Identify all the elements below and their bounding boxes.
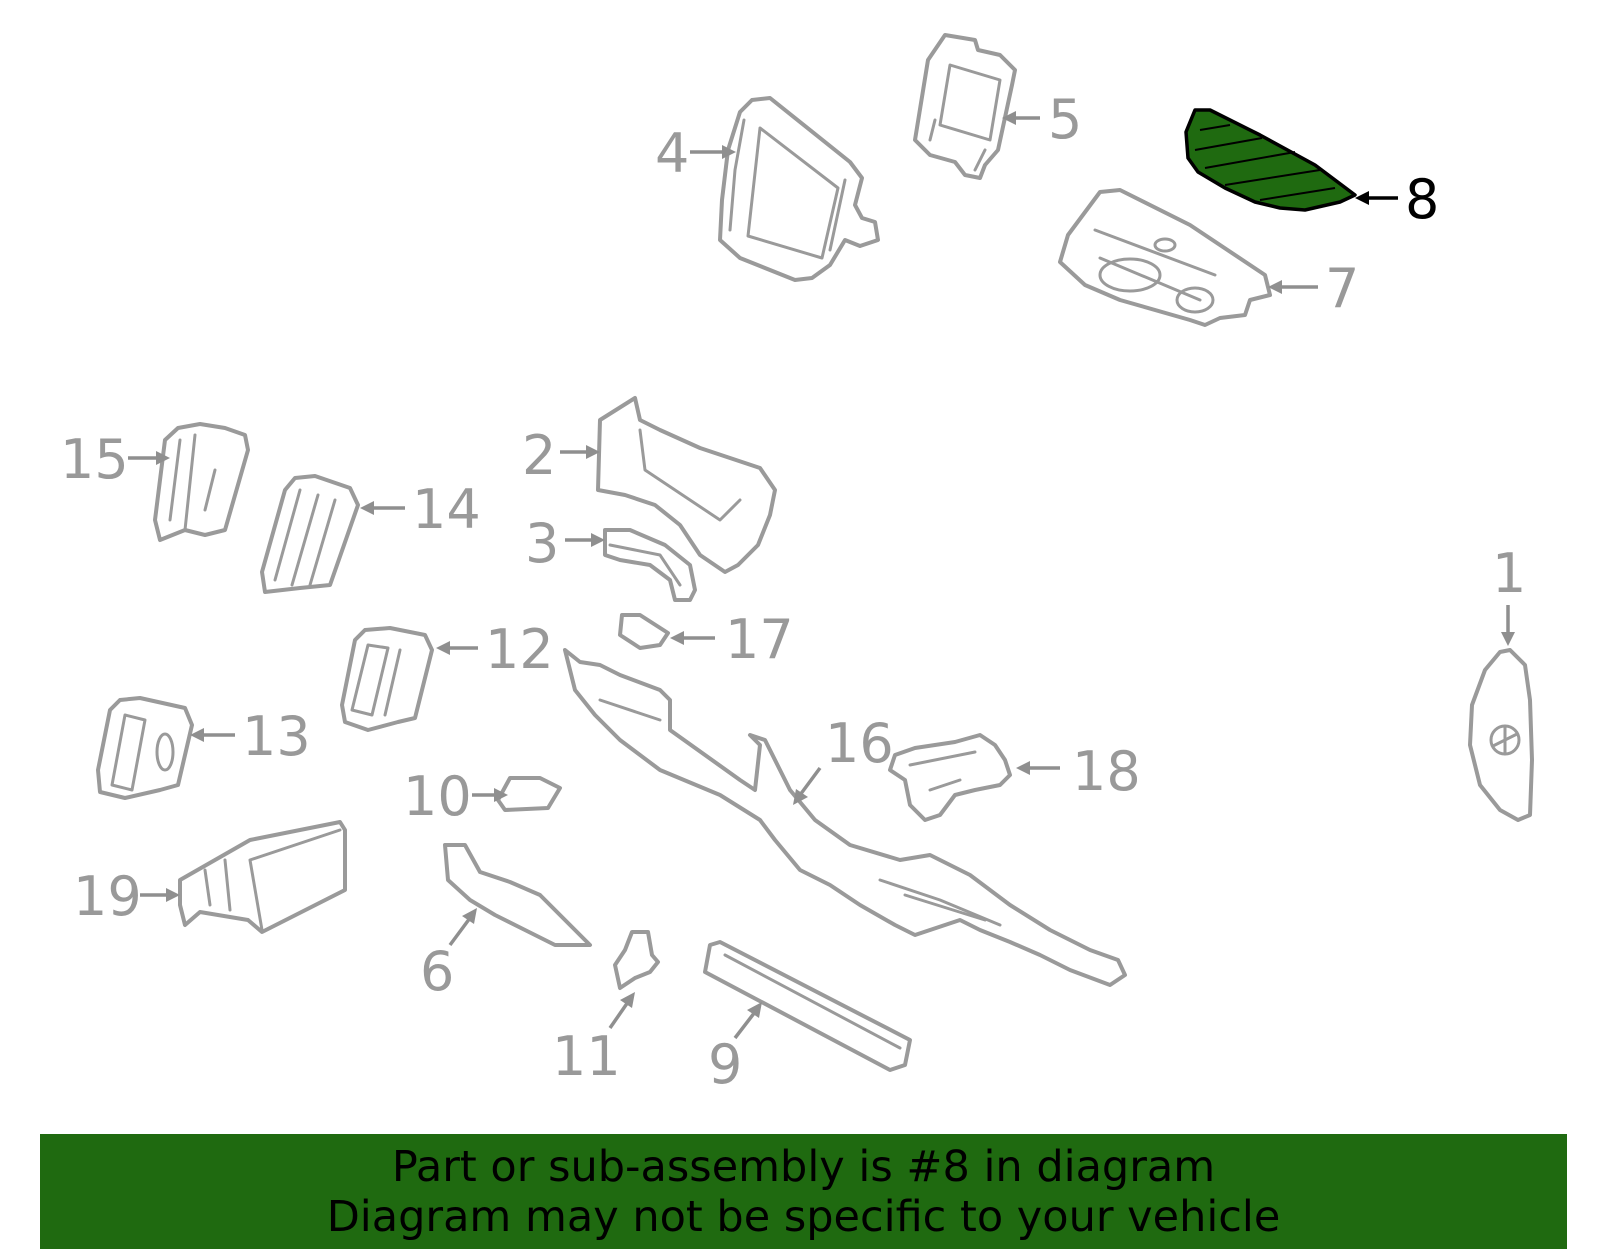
part-3-trim	[603, 528, 697, 602]
svg-text:6: 6	[420, 940, 454, 1003]
callout-8: 8	[1355, 168, 1439, 231]
part-10-clip	[496, 776, 562, 812]
banner-line-1: Part or sub-assembly is #8 in diagram	[391, 1142, 1216, 1192]
callout-4: 4	[655, 122, 736, 185]
svg-text:1: 1	[1492, 542, 1526, 605]
svg-text:14: 14	[412, 478, 481, 541]
info-banner: Part or sub-assembly is #8 in diagram Di…	[40, 1134, 1567, 1249]
part-17-clip	[618, 613, 670, 650]
part-13-vent	[96, 696, 194, 800]
svg-text:13: 13	[242, 705, 311, 768]
svg-text:19: 19	[73, 865, 142, 928]
callout-13: 13	[190, 705, 311, 768]
svg-text:2: 2	[522, 424, 556, 487]
svg-text:15: 15	[60, 428, 129, 491]
part-main-lower-dash	[563, 648, 1127, 987]
part-9-strip	[703, 940, 912, 1072]
callout-6: 6	[420, 908, 477, 1003]
svg-text:17: 17	[725, 608, 794, 671]
callout-2: 2	[522, 424, 600, 487]
part-15-vent	[153, 422, 250, 542]
banner-line-2: Diagram may not be specific to your vehi…	[326, 1192, 1281, 1242]
part-7-panel	[1058, 188, 1272, 327]
part-4-display	[718, 96, 880, 282]
svg-text:11: 11	[552, 1025, 621, 1088]
part-14-vent	[260, 474, 360, 594]
callout-7: 7	[1268, 257, 1359, 320]
svg-text:8: 8	[1405, 168, 1439, 231]
part-19-storage	[178, 820, 347, 934]
part-12-vent	[340, 626, 434, 732]
callout-12: 12	[436, 618, 554, 681]
callout-19: 19	[73, 865, 180, 928]
svg-text:12: 12	[485, 618, 554, 681]
svg-text:16: 16	[825, 712, 894, 775]
callout-15: 15	[60, 428, 170, 491]
callout-3: 3	[525, 512, 605, 575]
callout-9: 9	[708, 1002, 762, 1096]
svg-text:10: 10	[403, 765, 472, 828]
callout-10: 10	[403, 765, 508, 828]
part-8-cover	[1184, 108, 1357, 212]
callout-14: 14	[360, 478, 481, 541]
svg-text:7: 7	[1325, 257, 1359, 320]
part-6-trim	[443, 843, 592, 947]
callout-18: 18	[1016, 740, 1141, 803]
callout-16: 16	[793, 712, 894, 805]
svg-text:4: 4	[655, 122, 689, 185]
callout-5: 5	[1002, 88, 1082, 151]
part-8-shape	[1184, 108, 1357, 212]
part-2-trim	[596, 396, 777, 574]
callout-17: 17	[670, 608, 794, 671]
callout-11: 11	[552, 992, 635, 1088]
svg-text:9: 9	[708, 1033, 742, 1096]
svg-text:18: 18	[1072, 740, 1141, 803]
part-11-clip	[613, 930, 660, 990]
svg-text:3: 3	[525, 512, 559, 575]
part-18-bracket	[888, 733, 1012, 822]
part-5-bracket	[913, 33, 1017, 180]
svg-text:5: 5	[1048, 88, 1082, 151]
callout-1: 1	[1492, 542, 1526, 646]
part-1-cover	[1468, 648, 1534, 822]
